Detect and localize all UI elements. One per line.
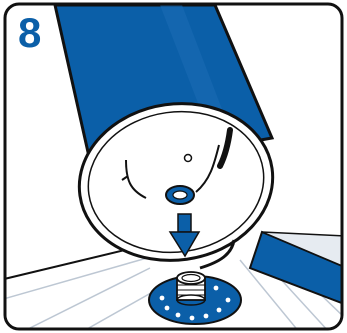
step-number: 8 — [18, 12, 40, 54]
lid-small-hole — [185, 155, 192, 162]
